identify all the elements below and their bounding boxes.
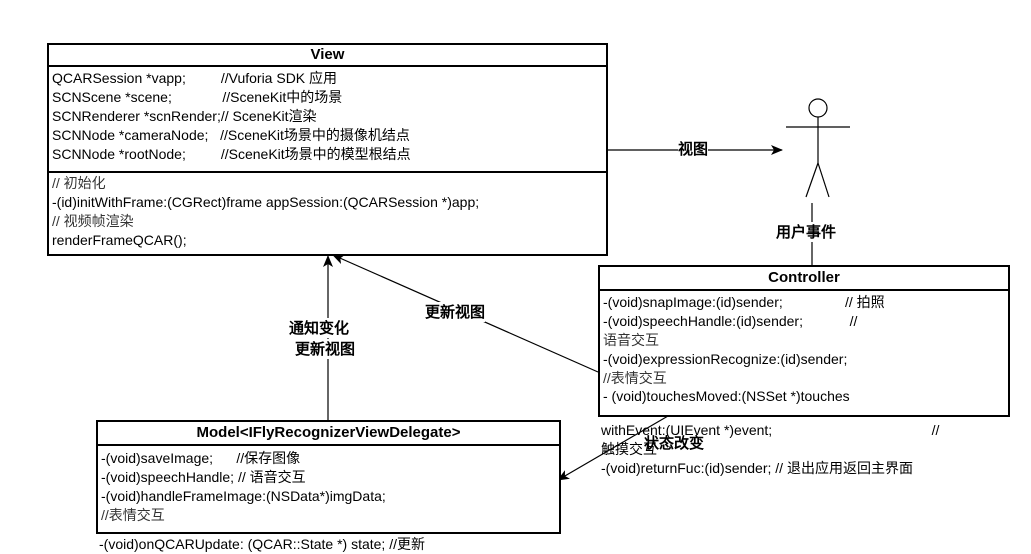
view-method: // 视频帧渲染 [52,213,134,229]
controller-method: -(void)snapImage:(id)sender; // 拍照 [603,294,885,310]
controller-class-box: Controller -(void)snapImage:(id)sender; … [598,265,1010,417]
controller-method: 语音交互 [603,332,659,348]
label-state-change: 状态改变 [644,434,705,452]
model-method: -(void)handleFrameImage:(NSData*)imgData… [101,488,386,504]
controller-overflow-line: 触摸交互 [601,441,657,457]
label-notify-update: 更新视图 [295,339,356,359]
label-notify-change: 通知变化 [289,318,350,338]
label-view-to-user: 视图 [678,139,709,159]
controller-method: -(void)expressionRecognize:(id)sender; [603,351,848,367]
view-attr: SCNNode *cameraNode; //SceneKit场景中的摄像机结点 [52,127,410,143]
view-attr: SCNRenderer *scnRender;// SceneKit渲染 [52,108,317,124]
user-actor-icon [786,98,850,198]
controller-method: - (void)touchesMoved:(NSSet *)touches [603,388,850,404]
view-methods: // 初始化 -(id)initWithFrame:(CGRect)frame … [49,173,606,250]
controller-overflow-line: withEvent:(UIEvent *)event; // [601,422,940,438]
view-attr: SCNNode *rootNode; //SceneKit场景中的模型根结点 [52,146,411,162]
view-method: // 初始化 [52,175,106,191]
model-class-title: Model<IFlyRecognizerViewDelegate> [98,422,559,446]
label-user-event: 用户事件 [776,222,837,242]
controller-class-title: Controller [600,267,1008,291]
view-attributes: QCARSession *vapp; //Vuforia SDK 应用 SCNS… [49,67,606,173]
view-class-box: View QCARSession *vapp; //Vuforia SDK 应用… [47,43,608,256]
view-method: -(id)initWithFrame:(CGRect)frame appSess… [52,194,480,210]
controller-method: -(void)speechHandle:(id)sender; // [603,313,858,329]
model-method: //表情交互 [101,507,165,523]
model-method: -(void)speechHandle; // 语音交互 [101,469,306,485]
view-attr: SCNScene *scene; //SceneKit中的场景 [52,89,343,105]
model-class-box: Model<IFlyRecognizerViewDelegate> -(void… [96,420,561,534]
model-overflow-line: -(void)onQCARUpdate: (QCAR::State *) sta… [99,536,425,552]
model-methods: -(void)saveImage; //保存图像 -(void)speechHa… [98,446,559,525]
controller-overflow-line: -(void)returnFuc:(id)sender; // 退出应用返回主界… [601,460,913,476]
view-attr: QCARSession *vapp; //Vuforia SDK 应用 [52,70,338,86]
controller-to-model-arrow [557,415,669,481]
controller-method: //表情交互 [603,370,667,386]
view-method: renderFrameQCAR(); [52,232,187,248]
view-class-title: View [49,45,606,67]
label-update-view: 更新视图 [425,302,486,322]
model-method: -(void)saveImage; //保存图像 [101,450,301,466]
controller-methods: -(void)snapImage:(id)sender; // 拍照 -(voi… [600,291,1008,405]
